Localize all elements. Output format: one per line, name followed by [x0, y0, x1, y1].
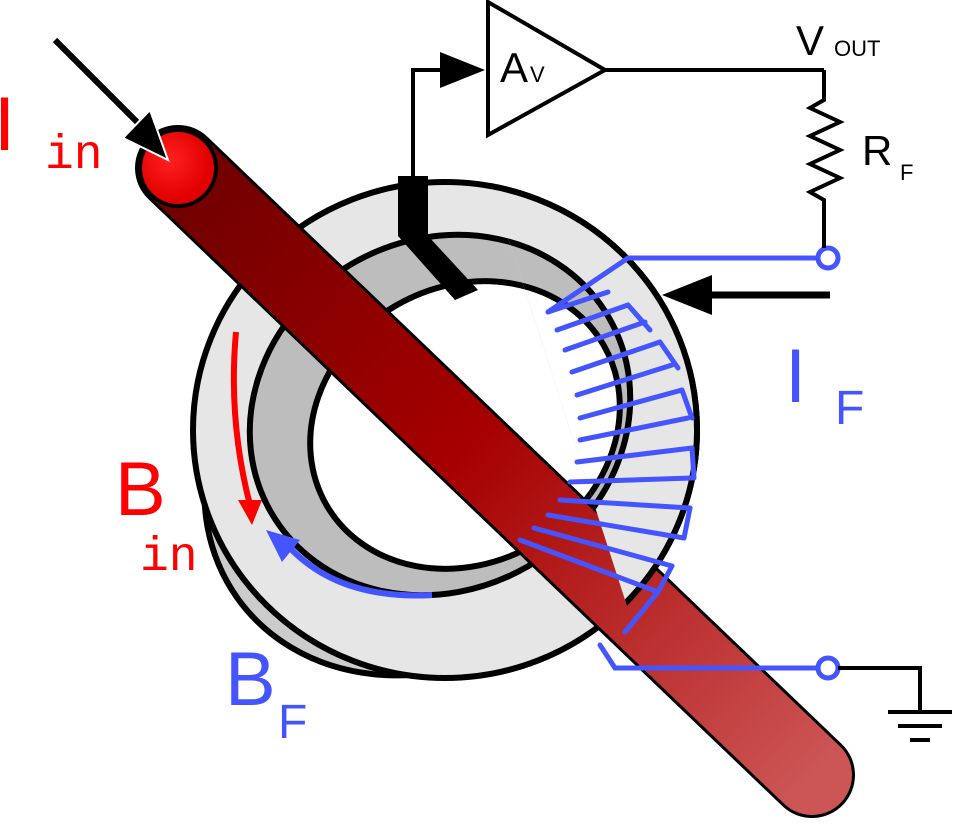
- b-f-arrow: [287, 545, 433, 599]
- label-i-f: I: [785, 334, 806, 419]
- label-i-in-sub: in: [45, 129, 103, 183]
- label-rf-sub: F: [900, 160, 913, 185]
- hall-sensor: [398, 176, 478, 300]
- feedback-current-arrow: [662, 275, 830, 315]
- label-i-f-sub: F: [835, 382, 864, 435]
- label-vout-sub: OUT: [834, 36, 880, 61]
- labels: I in B in B F I F A V V OUT R F: [0, 17, 913, 749]
- label-i-in: I: [0, 82, 15, 167]
- terminal-top: [815, 245, 841, 271]
- label-vout: V: [796, 17, 824, 64]
- flux-arrows: [230, 331, 433, 599]
- label-amp-sub: V: [530, 62, 545, 87]
- resistor-rf: [805, 70, 845, 248]
- label-amp: A: [500, 44, 528, 91]
- label-b-in: B: [115, 447, 166, 532]
- amplifier-triangle: [486, 0, 610, 139]
- b-in-arrow: [230, 331, 253, 506]
- conductor-rod: [135, 125, 855, 818]
- input-current-arrow: [52, 37, 170, 162]
- feedback-circuit: [411, 0, 952, 742]
- label-b-f: B: [225, 637, 276, 722]
- label-rf: R: [862, 127, 892, 174]
- terminal-bottom: [815, 655, 841, 681]
- label-b-in-sub: in: [140, 531, 198, 585]
- label-b-f-sub: F: [278, 696, 307, 749]
- feedback-winding: [517, 245, 841, 681]
